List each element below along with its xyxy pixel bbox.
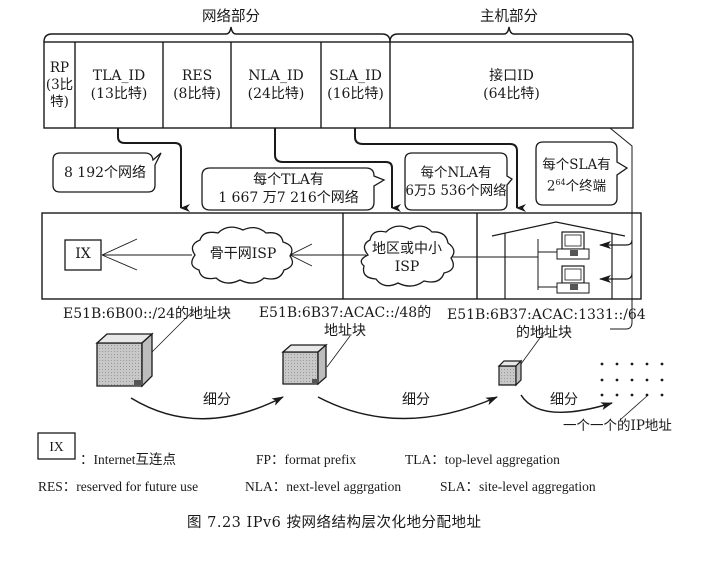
legend-ix-desc: ：Internet互连点 bbox=[80, 452, 176, 467]
label-leader bbox=[520, 330, 546, 365]
regional-isp-label: 地区或中小 ISP bbox=[362, 240, 452, 276]
individual-ip-label: 一个一个的IP地址 bbox=[563, 418, 672, 434]
bubble-per-tla bbox=[201, 167, 386, 211]
network-part-brace bbox=[43, 26, 391, 43]
legend-ix-text: IX bbox=[49, 439, 64, 454]
field-name: TLA_ID bbox=[92, 68, 146, 84]
block-label-line: E51B:6B37:ACAC:1331::/64 bbox=[447, 307, 646, 323]
regional-isp-cloud bbox=[360, 225, 455, 287]
bubble-per-sla-text: 每个SLA有 264个终端 bbox=[535, 156, 618, 196]
bubble-line: 每个TLA有 bbox=[253, 172, 324, 188]
power-base: 2 bbox=[546, 178, 556, 195]
network-part-label: 网络部分 bbox=[202, 9, 260, 25]
interface-id-connector bbox=[609, 127, 633, 330]
label-leader bbox=[326, 335, 351, 368]
subdivide-arrow-3 bbox=[520, 394, 613, 414]
block48-label: E51B:6B37:ACAC::/48的 地址块 bbox=[256, 304, 434, 340]
field-bits: (3比 bbox=[45, 76, 74, 93]
tla-connector-arrow bbox=[117, 128, 190, 212]
field-bits: (64比特) bbox=[483, 86, 540, 102]
field-name: 接口ID bbox=[489, 68, 534, 84]
field-bits: (24比特) bbox=[247, 86, 305, 102]
address-block-48-cube bbox=[281, 343, 328, 386]
field-name: RP bbox=[49, 59, 70, 76]
block24-label: E51B:6B00::/24的地址块 bbox=[63, 306, 232, 322]
network-frame bbox=[41, 212, 642, 300]
field-name: SLA_ID bbox=[329, 68, 382, 84]
field-res: RES (8比特) bbox=[163, 42, 231, 128]
nla-connector-arrow bbox=[274, 128, 401, 212]
legend-res: RES：reserved for future use bbox=[38, 479, 199, 494]
bubble-line: 每个SLA有 bbox=[542, 157, 611, 173]
link-line bbox=[289, 243, 313, 256]
ip-address-dots bbox=[600, 362, 664, 397]
block-label-line: 地址块 bbox=[324, 323, 366, 339]
legend-tla: TLA：top-level aggregation bbox=[405, 452, 560, 467]
host-part-brace bbox=[389, 26, 634, 43]
backbone-isp-cloud bbox=[191, 226, 294, 284]
subdivide-arrow-1 bbox=[130, 396, 284, 420]
field-bits: (13比特) bbox=[90, 86, 148, 102]
bubble-tla-count-text: 8 192个网络 bbox=[63, 165, 147, 181]
link-line bbox=[101, 238, 138, 256]
bubble-line: 每个NLA有 bbox=[420, 165, 492, 181]
label-leader bbox=[151, 310, 194, 353]
label-leader bbox=[619, 395, 648, 421]
field-bits: (16比特) bbox=[327, 86, 384, 102]
bubble-line: 1 667 万7 216个网络 bbox=[218, 190, 359, 206]
regional-isp-line: 地区或中小 bbox=[372, 241, 442, 257]
host-part-brace bbox=[120, 34, 398, 42]
field-tla-id: TLA_ID (13比特) bbox=[75, 42, 163, 128]
bubble-tla-count bbox=[52, 152, 162, 193]
sla-connector-arrow bbox=[354, 128, 526, 212]
backbone-isp-label: 骨干网ISP bbox=[209, 246, 277, 262]
bubble-line: 264个终端 bbox=[535, 174, 618, 196]
field-name: NLA_ID bbox=[248, 68, 304, 84]
ix-node bbox=[64, 239, 102, 271]
block-label-line: E51B:6B37:ACAC::/48的 bbox=[258, 305, 432, 321]
field-sla-id: SLA_ID (16比特) bbox=[321, 42, 390, 128]
interface-arrow-2 bbox=[599, 272, 633, 283]
legend-fp: FP：format prefix bbox=[256, 452, 357, 467]
link-line bbox=[289, 254, 313, 267]
block64-label: E51B:6B37:ACAC:1331::/64 的地址块 bbox=[447, 306, 646, 342]
site-house bbox=[491, 221, 626, 237]
bubble-line: 6万5 536个网络 bbox=[405, 183, 507, 199]
field-bits: 特) bbox=[50, 93, 69, 110]
subdivide-label-1: 细分 bbox=[203, 392, 231, 408]
field-interface-id: 接口ID (64比特) bbox=[390, 42, 633, 128]
bubble-per-tla-text: 每个TLA有 1 667 万7 216个网络 bbox=[203, 171, 374, 207]
address-block-24-cube bbox=[95, 332, 154, 388]
field-name: RES bbox=[181, 68, 213, 84]
legend-ix-box bbox=[37, 432, 76, 460]
power-exponent: 64 bbox=[555, 178, 566, 187]
bubble-per-nla-text: 每个NLA有 6万5 536个网络 bbox=[404, 164, 508, 200]
bubble-per-nla bbox=[404, 152, 513, 211]
computer-icon bbox=[556, 265, 590, 294]
field-nla-id: NLA_ID (24比特) bbox=[231, 42, 321, 128]
bubble-line-rest: 个终端 bbox=[565, 178, 607, 195]
address-block-64-cube bbox=[497, 359, 523, 387]
subdivide-arrow-2 bbox=[317, 396, 498, 420]
legend-sla: SLA：site-level aggregation bbox=[440, 479, 596, 494]
interface-arrow-1 bbox=[599, 239, 633, 249]
field-bits: (8比特) bbox=[173, 86, 221, 102]
field-rp: RP (3比 特) bbox=[44, 42, 75, 128]
subdivide-label-3: 细分 bbox=[550, 392, 578, 408]
host-part-label: 主机部分 bbox=[480, 9, 538, 25]
bubble-per-sla bbox=[535, 141, 629, 206]
subdivide-label-2: 细分 bbox=[402, 392, 430, 408]
figure-caption: 图 7.23 IPv6 按网络结构层次化地分配地址 bbox=[187, 515, 482, 531]
regional-isp-line: ISP bbox=[394, 259, 420, 275]
link-line bbox=[101, 254, 138, 271]
computer-icon bbox=[556, 231, 590, 260]
block-label-line: 的地址块 bbox=[516, 325, 572, 341]
legend-nla: NLA：next-level aggrgation bbox=[245, 479, 402, 494]
address-format-frame bbox=[43, 41, 634, 129]
ix-label: IX bbox=[75, 246, 91, 262]
